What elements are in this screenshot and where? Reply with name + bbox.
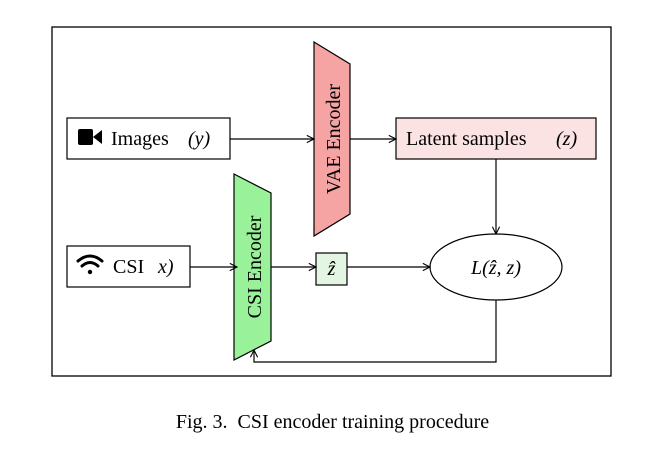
arrow-loss-feedback	[254, 300, 497, 363]
z-hat-box	[315, 252, 348, 286]
z-hat-label: ẑ	[327, 258, 336, 280]
csi-input-label: CSI	[113, 256, 144, 278]
images-variable: (y)	[188, 128, 211, 150]
csi-input-variable: x)	[157, 256, 174, 278]
csi-input-node: CSI x)	[66, 245, 191, 288]
vae-encoder-label: VAE Encoder	[323, 84, 345, 194]
latent-samples-node: Latent samples (z)	[395, 117, 597, 160]
csi-encoder-shape	[233, 173, 272, 361]
images-node: Images (y)	[66, 117, 231, 160]
vae-encoder-node: VAE Encoder	[313, 40, 351, 238]
latent-samples-label: Latent samples	[406, 128, 527, 150]
caption-text: CSI encoder training procedure	[237, 411, 490, 433]
diagram-frame	[51, 26, 612, 377]
csi-encoder-node: CSI Encoder	[233, 173, 272, 361]
wifi-icon	[76, 254, 104, 275]
caption-number: Fig. 3.	[175, 411, 228, 433]
csi-encoder-label: CSI Encoder	[244, 215, 266, 318]
latent-samples-variable: (z)	[556, 128, 577, 150]
images-label: Images	[111, 128, 169, 150]
diagram: Images (y) CSI x) VAE Encoder CSI Encode…	[51, 26, 612, 377]
loss-node: L(ẑ, z)	[429, 233, 563, 301]
loss-label: L(ẑ, z)	[470, 257, 521, 279]
vae-encoder-shape	[313, 40, 351, 238]
z-hat-node: ẑ	[315, 252, 348, 286]
video-camera-icon	[78, 129, 102, 145]
figure-caption: Fig. 3. CSI encoder training procedure	[0, 411, 665, 434]
